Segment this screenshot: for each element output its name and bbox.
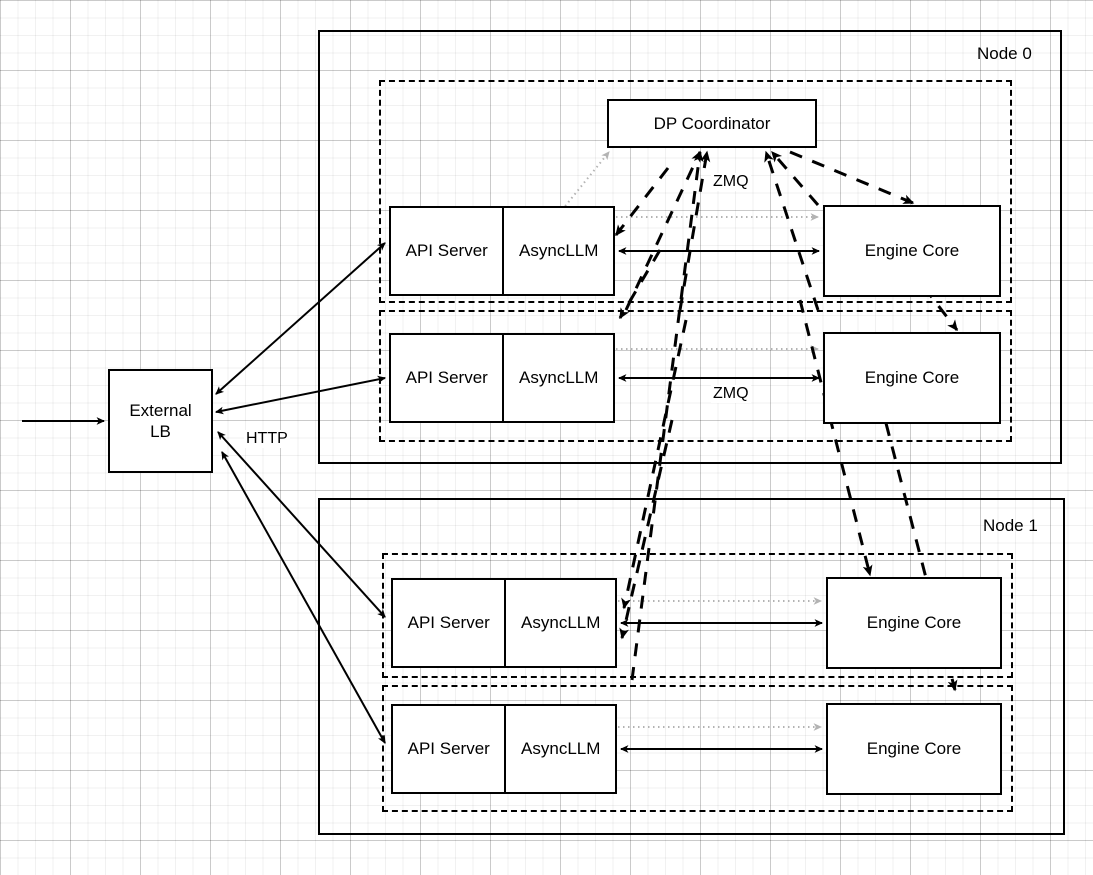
api-server-async-llm-n0g0[interactable]: API Server AsyncLLM bbox=[389, 206, 615, 296]
async-llm-label-n0g1: AsyncLLM bbox=[519, 368, 599, 387]
engine-core-label-n0g1: Engine Core bbox=[864, 368, 960, 388]
async-llm-label-n1g0: AsyncLLM bbox=[521, 613, 601, 632]
api-server-label-n0g1: API Server bbox=[391, 335, 505, 421]
api-server-async-llm-n1g0[interactable]: API Server AsyncLLM bbox=[391, 578, 617, 668]
api-server-async-llm-n0g1[interactable]: API Server AsyncLLM bbox=[389, 333, 615, 423]
zmq-label-bottom: ZMQ bbox=[711, 385, 751, 403]
api-server-async-llm-n1g1[interactable]: API Server AsyncLLM bbox=[391, 704, 617, 794]
node-0-group-0 bbox=[379, 80, 1012, 303]
api-server-label-n1g0: API Server bbox=[393, 580, 507, 666]
async-llm-label-n0g0: AsyncLLM bbox=[519, 241, 599, 260]
engine-core-label-n1g0: Engine Core bbox=[866, 613, 962, 633]
external-lb-box[interactable]: External LB bbox=[108, 369, 213, 473]
api-server-label-n0g0: API Server bbox=[391, 208, 505, 294]
api-server-label-n1g1: API Server bbox=[393, 706, 507, 792]
external-lb-label-line1: External bbox=[129, 400, 192, 420]
node-0-group-1 bbox=[379, 310, 1012, 442]
engine-core-box-n1g1[interactable]: Engine Core bbox=[826, 703, 1002, 795]
dp-coordinator-label: DP Coordinator bbox=[653, 113, 771, 133]
engine-core-box-n0g0[interactable]: Engine Core bbox=[823, 205, 1001, 297]
node-1-label: Node 1 bbox=[983, 516, 1038, 535]
async-llm-label-n1g1: AsyncLLM bbox=[521, 739, 601, 758]
engine-core-label-n1g1: Engine Core bbox=[866, 739, 962, 759]
dp-coordinator-box[interactable]: DP Coordinator bbox=[607, 99, 817, 148]
node-0-container bbox=[318, 30, 1062, 464]
engine-core-label-n0g0: Engine Core bbox=[864, 241, 960, 261]
engine-core-box-n0g1[interactable]: Engine Core bbox=[823, 332, 1001, 424]
http-edge-label: HTTP bbox=[244, 430, 290, 448]
engine-core-box-n1g0[interactable]: Engine Core bbox=[826, 577, 1002, 669]
zmq-label-top: ZMQ bbox=[711, 173, 751, 191]
node-1-container bbox=[318, 498, 1065, 835]
node-1-group-0 bbox=[382, 553, 1013, 678]
node-1-group-1 bbox=[382, 685, 1013, 812]
external-lb-label-line2: LB bbox=[150, 422, 171, 441]
node-0-label: Node 0 bbox=[977, 44, 1032, 63]
